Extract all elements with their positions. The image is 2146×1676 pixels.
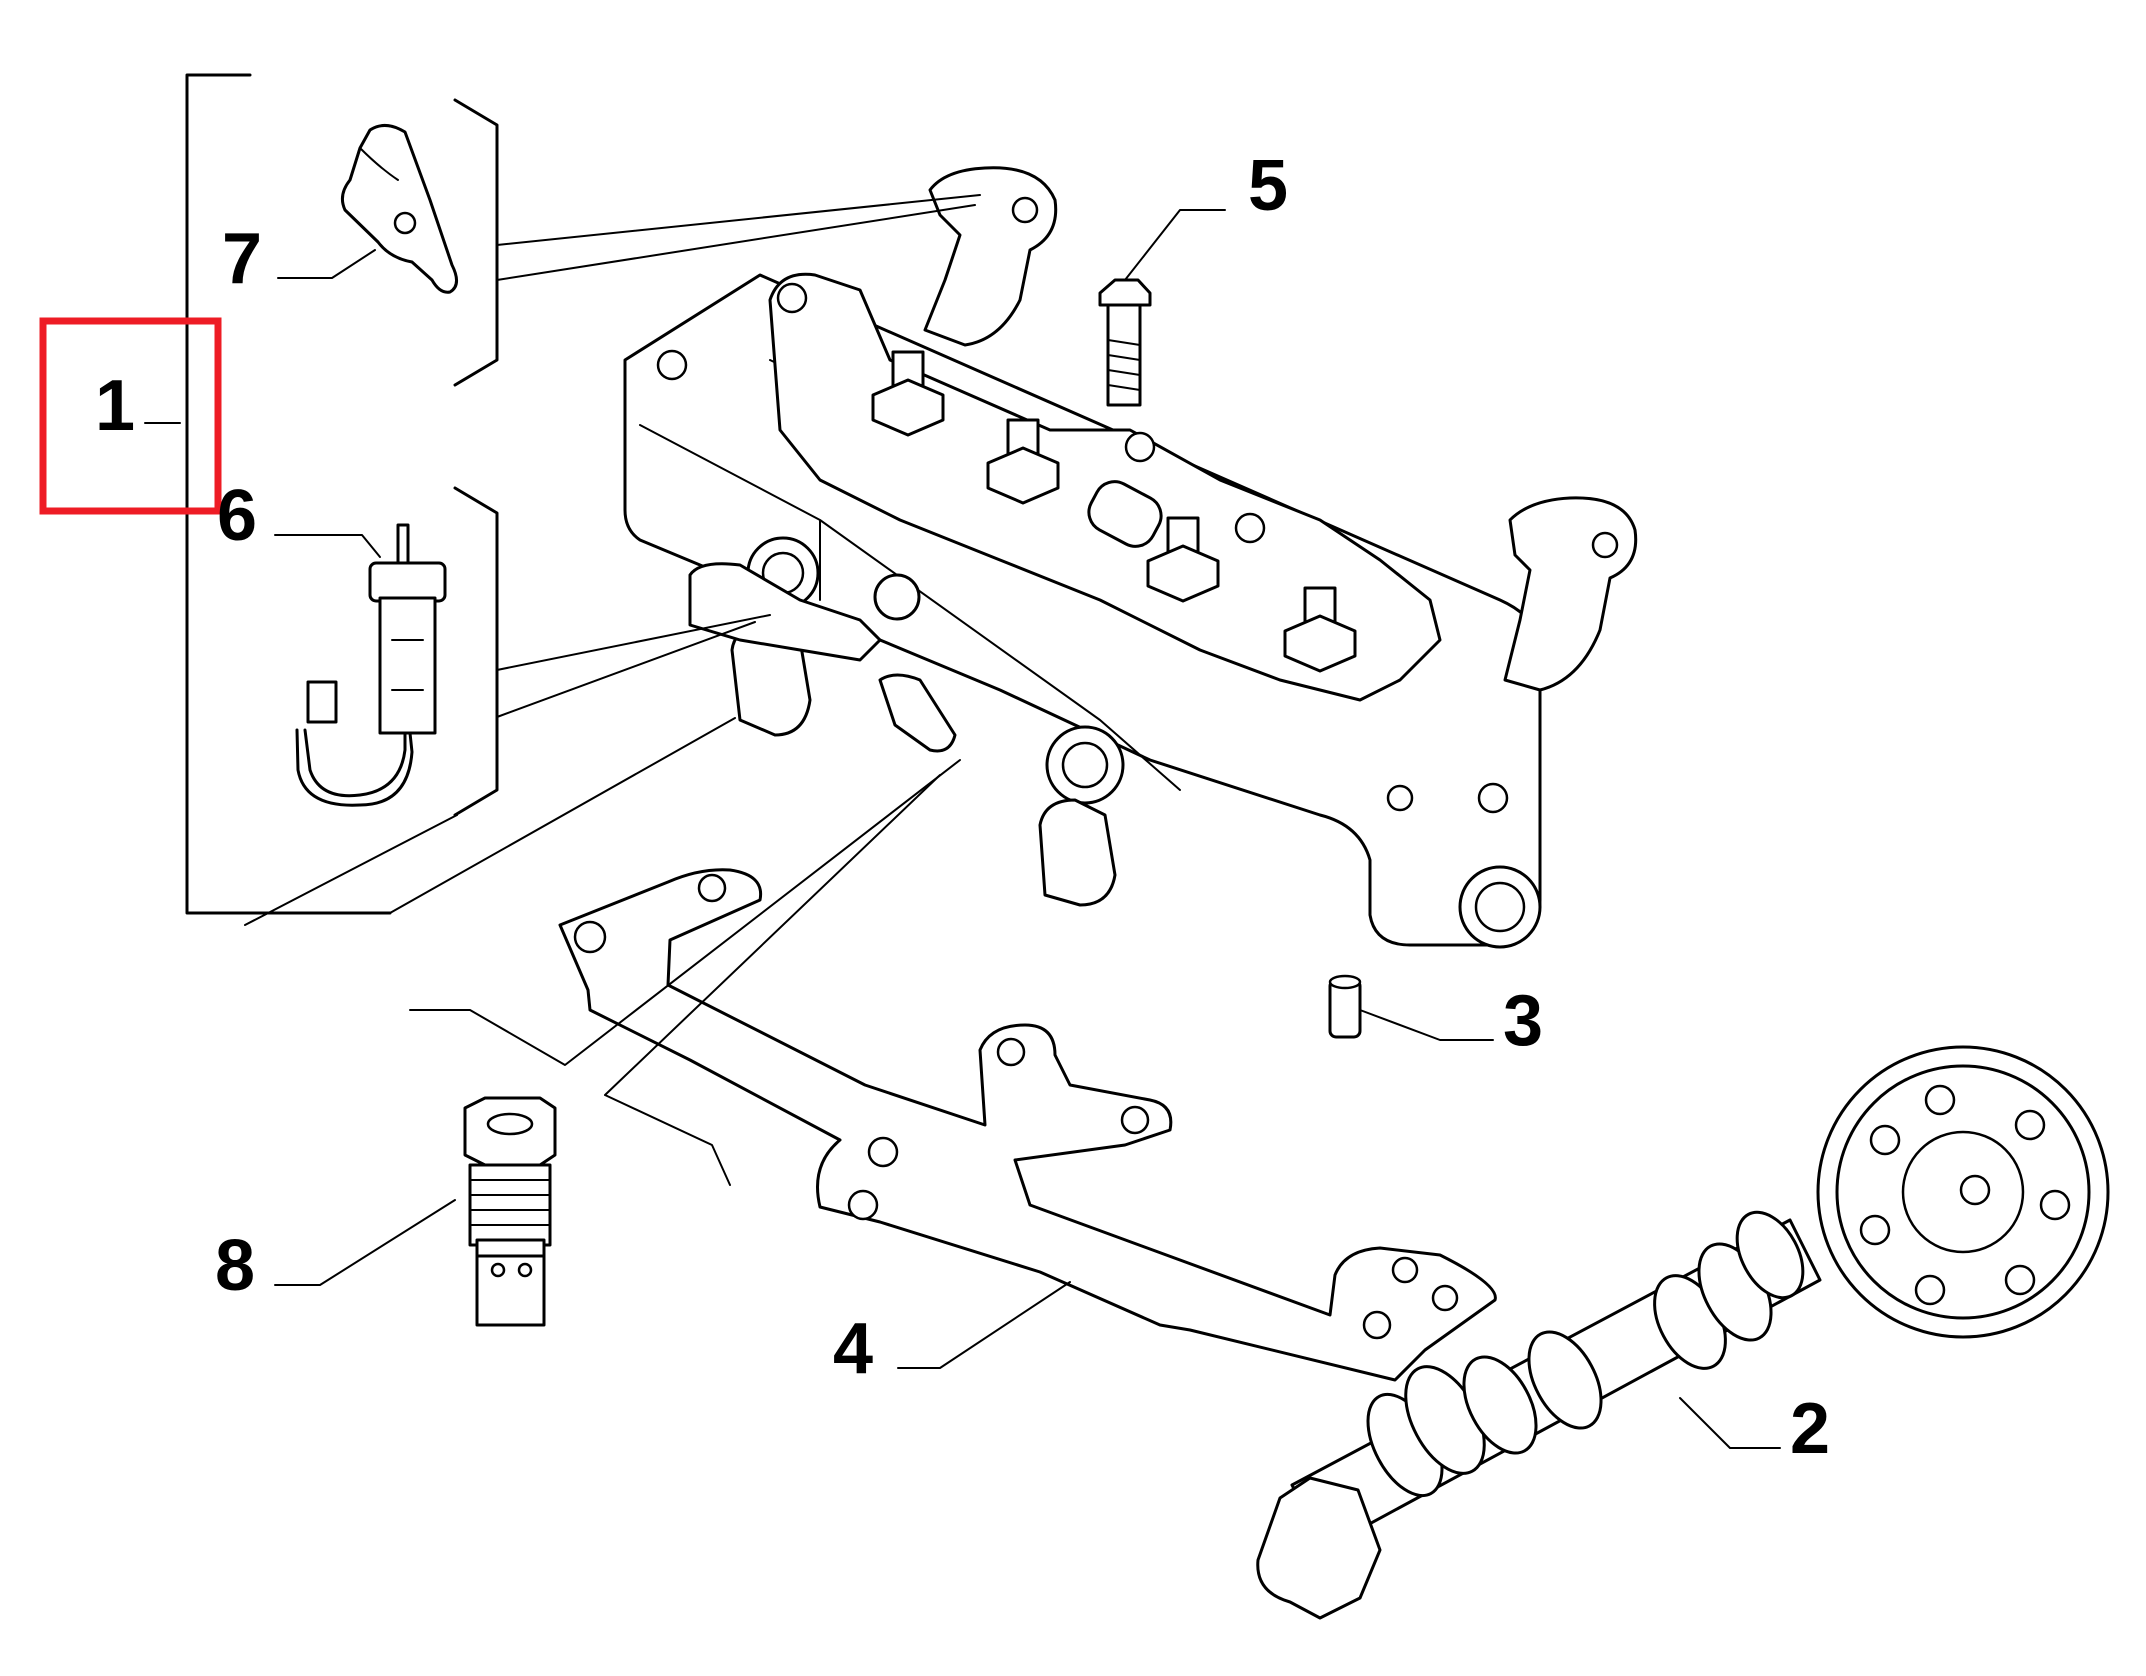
callout-4: 4 xyxy=(833,1309,873,1389)
leader-lines xyxy=(144,194,1781,1449)
part-5-bolt xyxy=(1098,278,1152,407)
highlight-box xyxy=(39,317,222,515)
callout-labels: 1 2 3 4 5 6 7 8 xyxy=(95,146,1830,1469)
part-2-camshaft xyxy=(1256,1045,2110,1620)
callout-8: 8 xyxy=(215,1226,255,1306)
callout-5: 5 xyxy=(1248,146,1288,226)
callout-6: 6 xyxy=(217,476,257,556)
part-6-sensor xyxy=(295,523,447,807)
callout-1: 1 xyxy=(95,366,135,446)
housing-studs xyxy=(871,350,1357,673)
part-8-control-valve xyxy=(463,1096,557,1327)
part-3-dowel-pin xyxy=(1328,974,1362,1039)
camshaft-carrier-housing xyxy=(623,166,1638,949)
part-4-gasket xyxy=(558,868,1497,1382)
assembly-bracket xyxy=(185,73,499,915)
part-7-rocker-arm xyxy=(340,124,458,294)
callout-7: 7 xyxy=(222,219,262,299)
callout-2: 2 xyxy=(1790,1389,1830,1469)
callout-3: 3 xyxy=(1503,981,1543,1061)
